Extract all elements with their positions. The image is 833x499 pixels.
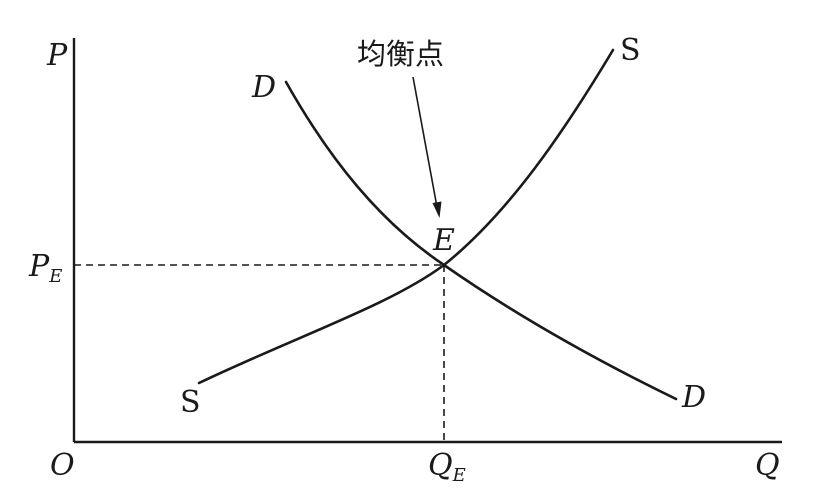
equilibrium-quantity-main: Q — [428, 448, 453, 483]
supply-label-start: S — [180, 385, 201, 420]
x-axis-label: Q — [755, 448, 780, 483]
equilibrium-point-label: E — [432, 223, 455, 258]
equilibrium-price-main: P — [28, 249, 50, 284]
demand-label-start: D — [251, 70, 276, 105]
equilibrium-price-sub: E — [48, 266, 62, 287]
equilibrium-price-label: PE — [28, 249, 62, 287]
equilibrium-quantity-label: QE — [428, 448, 466, 486]
equilibrium-caption: 均衡点 — [357, 37, 444, 71]
demand-label-end: D — [681, 380, 706, 415]
y-axis-label: P — [46, 38, 68, 73]
demand-curve — [284, 80, 678, 401]
equilibrium-quantity-sub: E — [452, 465, 466, 486]
equilibrium-arrow-head — [432, 201, 442, 218]
supply-curve — [197, 48, 615, 385]
equilibrium-arrow-line — [412, 76, 438, 208]
supply-label-end: S — [620, 33, 641, 68]
origin-label: O — [50, 448, 75, 483]
